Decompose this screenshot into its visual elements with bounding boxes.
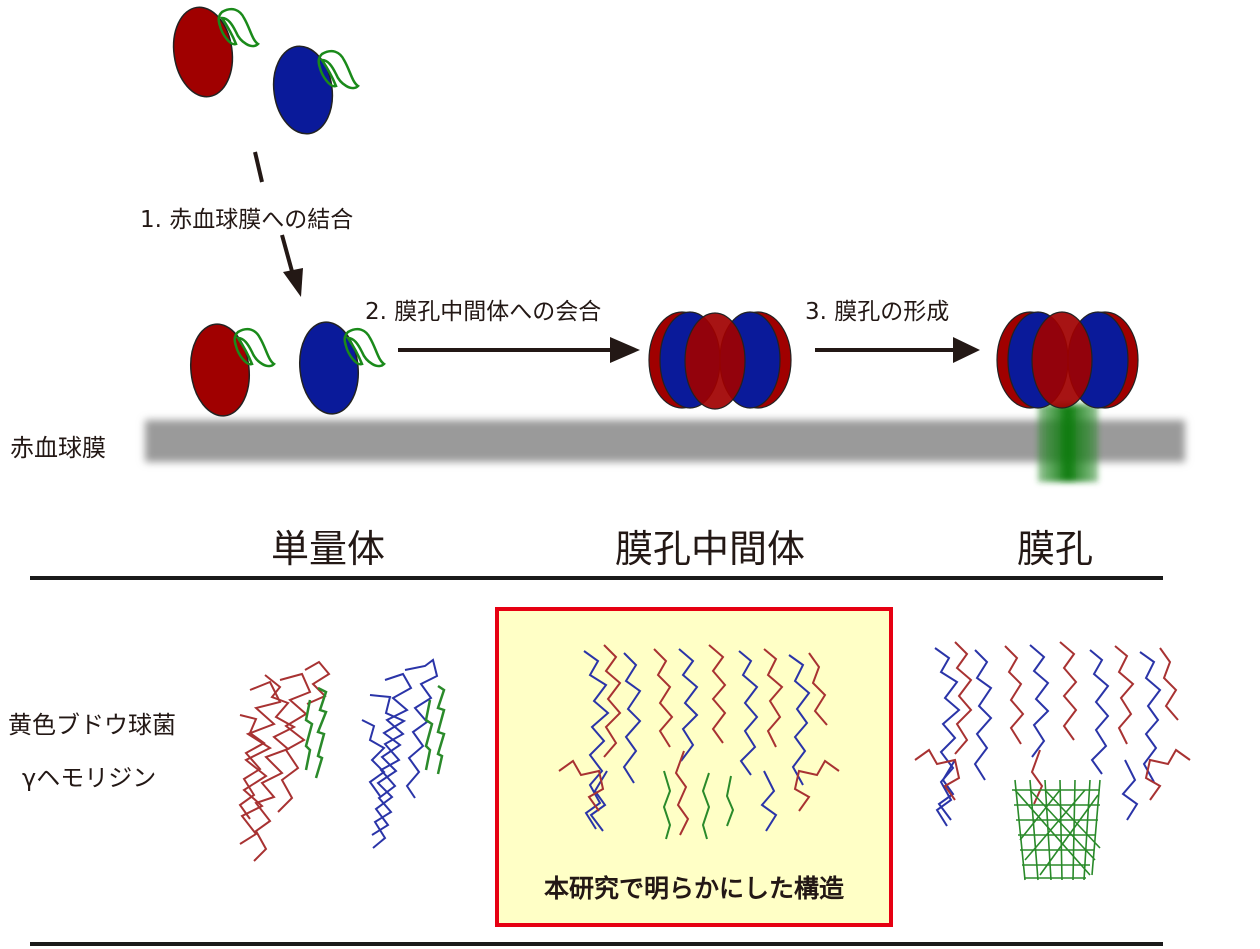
monomer-red-structure [238,660,331,862]
membrane-label: 赤血球膜 [10,434,106,462]
pore-oligomer [996,311,1139,409]
step1-label: 1. 赤血球膜への結合 [140,207,354,233]
step1-arrow-head [283,268,303,297]
stage-label-pore: 膜孔 [1016,527,1093,571]
intermediate-structure [558,644,840,840]
monomer-red-solution [172,6,260,98]
pore-structure [914,641,1191,881]
stage-label-intermediate: 膜孔中間体 [614,527,805,571]
step3-label: 3. 膜孔の形成 [805,299,950,325]
step2-arrow-head [610,337,640,363]
step2-label: 2. 膜孔中間体への会合 [365,299,602,325]
protein-name-line2: γヘモリジン [22,764,157,792]
highlight-box: 本研究で明らかにした構造 [495,607,893,927]
monomer-red-green-domain [304,686,328,779]
protein-name-line1: 黄色ブドウ球菌 [8,711,176,739]
step3-arrow-head [953,337,980,363]
monomer-blue-structure [361,658,439,849]
intermediate-oligomer [648,311,792,410]
membrane-bar [145,420,1185,462]
stage-label-monomer: 単量体 [270,527,385,571]
monomer-blue-green-domain [424,684,446,775]
monomer-blue-solution [272,45,360,135]
monomer-blue-membrane [299,321,386,415]
divider-bottom [30,942,1163,946]
pore-channel [1038,404,1098,482]
monomer-red-membrane [190,323,276,417]
highlight-caption: 本研究で明らかにした構造 [543,874,844,903]
divider-top [30,576,1163,580]
step1-arrow-tail [253,151,264,183]
step1-arrow-shaft [280,234,295,276]
